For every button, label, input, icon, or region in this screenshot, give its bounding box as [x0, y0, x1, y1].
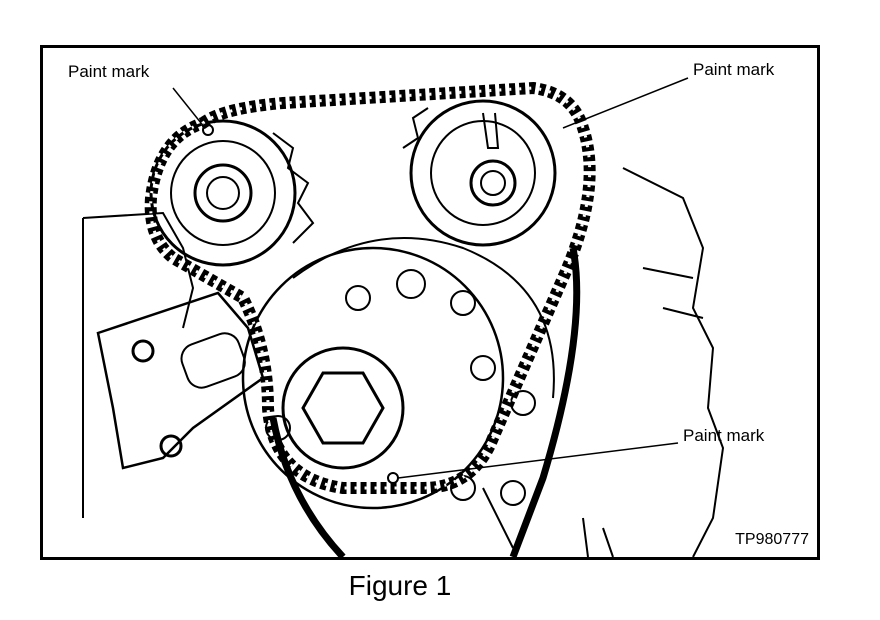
crank-bolt-hex [301, 371, 385, 445]
crank-guide-arc [292, 237, 555, 399]
paint-mark-label-bottom: Paint mark [683, 426, 765, 445]
paint-mark-label-top-right: Paint mark [693, 60, 775, 79]
diagram-frame: Paint mark Paint mark Paint mark TP98077… [40, 45, 820, 560]
tensioner-bolt-bottom [159, 434, 183, 458]
chain-tensioner [96, 291, 265, 470]
tensioner-bolt-top [131, 339, 155, 363]
figure-caption: Figure 1 [348, 570, 452, 601]
leader-line-bottom [397, 442, 679, 479]
leader-line-top-left [172, 87, 206, 129]
engine-block-detail [482, 267, 704, 557]
right-cam-sprocket [402, 99, 557, 247]
leader-line-top-right [562, 77, 689, 129]
timing-chain [144, 81, 596, 557]
paint-mark-label-top-left: Paint mark [68, 62, 150, 81]
timing-chain-diagram [82, 77, 725, 557]
tensioner-slot [180, 332, 246, 389]
figure-code: TP980777 [735, 531, 809, 548]
left-cam-sprocket [149, 119, 315, 267]
engine-block-outline [82, 167, 725, 557]
crank-sprocket [241, 246, 536, 510]
